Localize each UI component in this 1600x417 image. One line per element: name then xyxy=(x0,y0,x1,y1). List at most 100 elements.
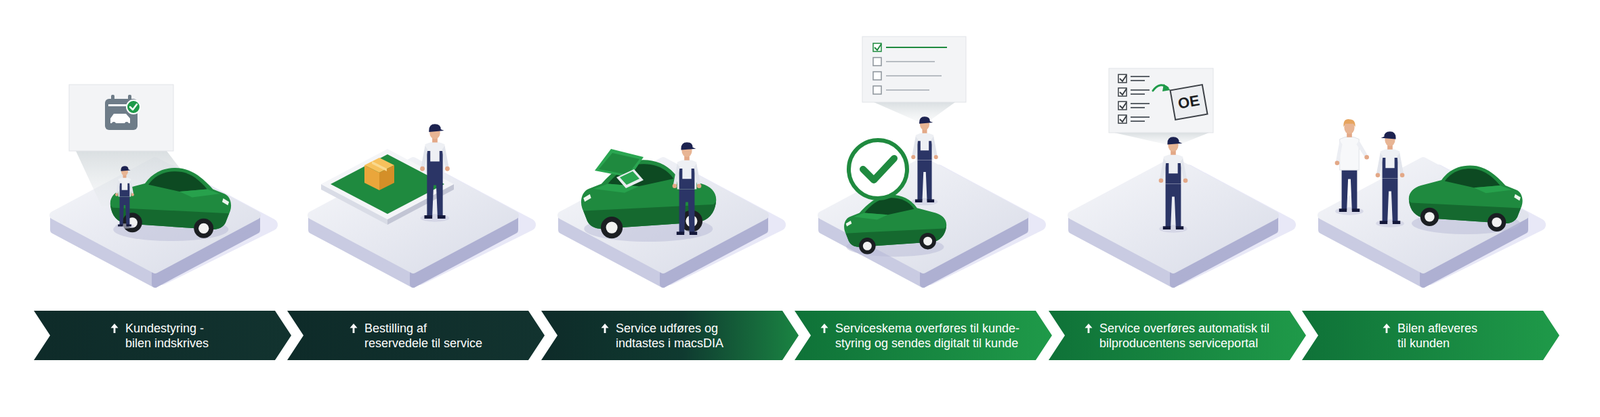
handover-scene xyxy=(1375,131,1405,228)
checklist-icon xyxy=(1130,75,1150,78)
process-chevron: Serviceskema overføres til kunde- styrin… xyxy=(794,310,1052,361)
checklist-icon xyxy=(1118,101,1127,110)
calendar-icon xyxy=(110,113,131,124)
step-label: Kundestyring - bilen indskrives xyxy=(125,321,221,351)
process-chevron: Bilen afleveres til kunden xyxy=(1301,310,1560,361)
chevron-content: Serviceskema overføres til kunde- styrin… xyxy=(820,321,1032,351)
up-arrow-icon xyxy=(1085,323,1093,334)
checklist-icon xyxy=(873,86,882,95)
chevron-shape xyxy=(541,310,799,361)
chevron-shape xyxy=(794,310,1052,361)
process-chevron: Kundestyring - bilen indskrives xyxy=(33,310,292,361)
chevron-shape xyxy=(794,310,1052,361)
service-scene xyxy=(672,142,702,239)
step-label: Service overføres automatisk til bilprod… xyxy=(1099,321,1276,351)
checklist-icon xyxy=(1119,88,1127,95)
checklist-icon xyxy=(1119,75,1127,82)
calendar-icon xyxy=(111,94,115,102)
step-label: Service udføres og indtastes i macsDIA xyxy=(615,321,745,351)
checklist-icon xyxy=(886,46,947,49)
chevron-shape xyxy=(33,310,292,361)
calendar-icon xyxy=(124,121,129,126)
checklist-icon xyxy=(1130,107,1145,109)
calendar-icon xyxy=(126,100,141,114)
checklist-icon xyxy=(873,57,882,66)
chevron-shape xyxy=(287,310,545,361)
checklist-icon xyxy=(1130,116,1150,118)
up-arrow-icon xyxy=(349,323,358,334)
up-arrow-icon xyxy=(350,323,358,334)
step-label: Serviceskema overføres til kunde- styrin… xyxy=(835,321,1032,351)
handover-scene xyxy=(1335,119,1523,235)
up-arrow-icon xyxy=(110,323,119,334)
process-chevron: Bestilling af reservedele til service xyxy=(287,310,545,361)
schedule-scene xyxy=(862,36,966,103)
checklist-icon xyxy=(1118,88,1127,97)
portal-scene xyxy=(1108,68,1214,133)
step-label: Bestilling af reservedele til service xyxy=(364,321,488,351)
step-text-block: Bestilling af reservedele til service xyxy=(364,321,488,351)
parts-order-scene xyxy=(321,123,454,225)
checklist-icon xyxy=(886,89,930,91)
step-text-block: Serviceskema overføres til kunde- styrin… xyxy=(835,321,1032,351)
checklist-icon xyxy=(1130,79,1145,82)
up-arrow-icon xyxy=(1383,323,1391,334)
process-chevron: Service udføres og indtastes i macsDIA xyxy=(541,310,799,361)
up-arrow-icon xyxy=(1084,323,1093,334)
schedule-scene xyxy=(911,116,939,206)
manufacturer-tag: OE xyxy=(1169,83,1208,121)
checklist-icon xyxy=(1130,120,1145,122)
up-arrow-icon xyxy=(111,323,119,334)
up-arrow-icon xyxy=(820,323,829,334)
chevron-content: Bestilling af reservedele til service xyxy=(349,321,488,351)
checklist-icon xyxy=(1118,115,1127,124)
chevron-shape xyxy=(1048,310,1307,361)
check-in-scene xyxy=(69,84,231,242)
checklist-icon xyxy=(886,60,935,63)
checklist-icon xyxy=(1130,89,1150,91)
chevron-shape xyxy=(1048,310,1307,361)
check-in-scene xyxy=(115,165,135,229)
chevron-shape xyxy=(1301,310,1560,361)
chevron-content: Kundestyring - bilen indskrives xyxy=(110,321,221,351)
step-text-block: Service udføres og indtastes i macsDIA xyxy=(615,321,745,351)
checklist-icon xyxy=(873,71,882,80)
parcel-box xyxy=(364,157,395,191)
service-scene xyxy=(616,169,644,189)
step-text-block: Service overføres automatisk til bilprod… xyxy=(1099,321,1276,351)
chevron-shape xyxy=(1301,310,1560,361)
parcel-box xyxy=(364,165,380,191)
parts-order-scene xyxy=(419,123,450,223)
up-arrow-icon xyxy=(1382,323,1391,334)
up-arrow-icon xyxy=(820,323,829,334)
checklist-icon xyxy=(1119,115,1127,122)
step-label: Bilen afleveres til kunden xyxy=(1397,321,1485,351)
calendar-icon xyxy=(104,94,141,131)
checklist-icon xyxy=(874,44,882,51)
chevron-content: Service udføres og indtastes i macsDIA xyxy=(600,321,745,351)
service-scene xyxy=(619,171,640,185)
calendar-icon xyxy=(111,121,116,126)
portal-scene xyxy=(1108,68,1214,234)
checklist-icon xyxy=(1130,102,1150,105)
handover-scene xyxy=(1408,165,1523,235)
checklist-icon xyxy=(873,43,882,52)
chevron-shape xyxy=(287,310,545,361)
platform-tile xyxy=(53,161,272,285)
up-arrow-icon xyxy=(600,323,609,334)
portal-scene xyxy=(1114,132,1210,145)
schedule-scene xyxy=(862,158,895,181)
schedule-scene xyxy=(873,102,956,122)
checklist-icon xyxy=(1118,74,1150,124)
schedule-scene xyxy=(848,140,908,199)
checklist-icon xyxy=(1130,93,1145,95)
checklist-icon xyxy=(873,43,947,95)
step-text-block: Bilen afleveres til kunden xyxy=(1397,321,1485,351)
chevron-shape xyxy=(541,310,799,361)
up-arrow-icon xyxy=(601,323,609,334)
chevron-shape xyxy=(33,310,292,361)
process-chevron: Service overføres automatisk til bilprod… xyxy=(1048,310,1307,361)
chevron-content: Service overføres automatisk til bilprod… xyxy=(1084,321,1276,351)
calendar-icon xyxy=(130,104,137,110)
